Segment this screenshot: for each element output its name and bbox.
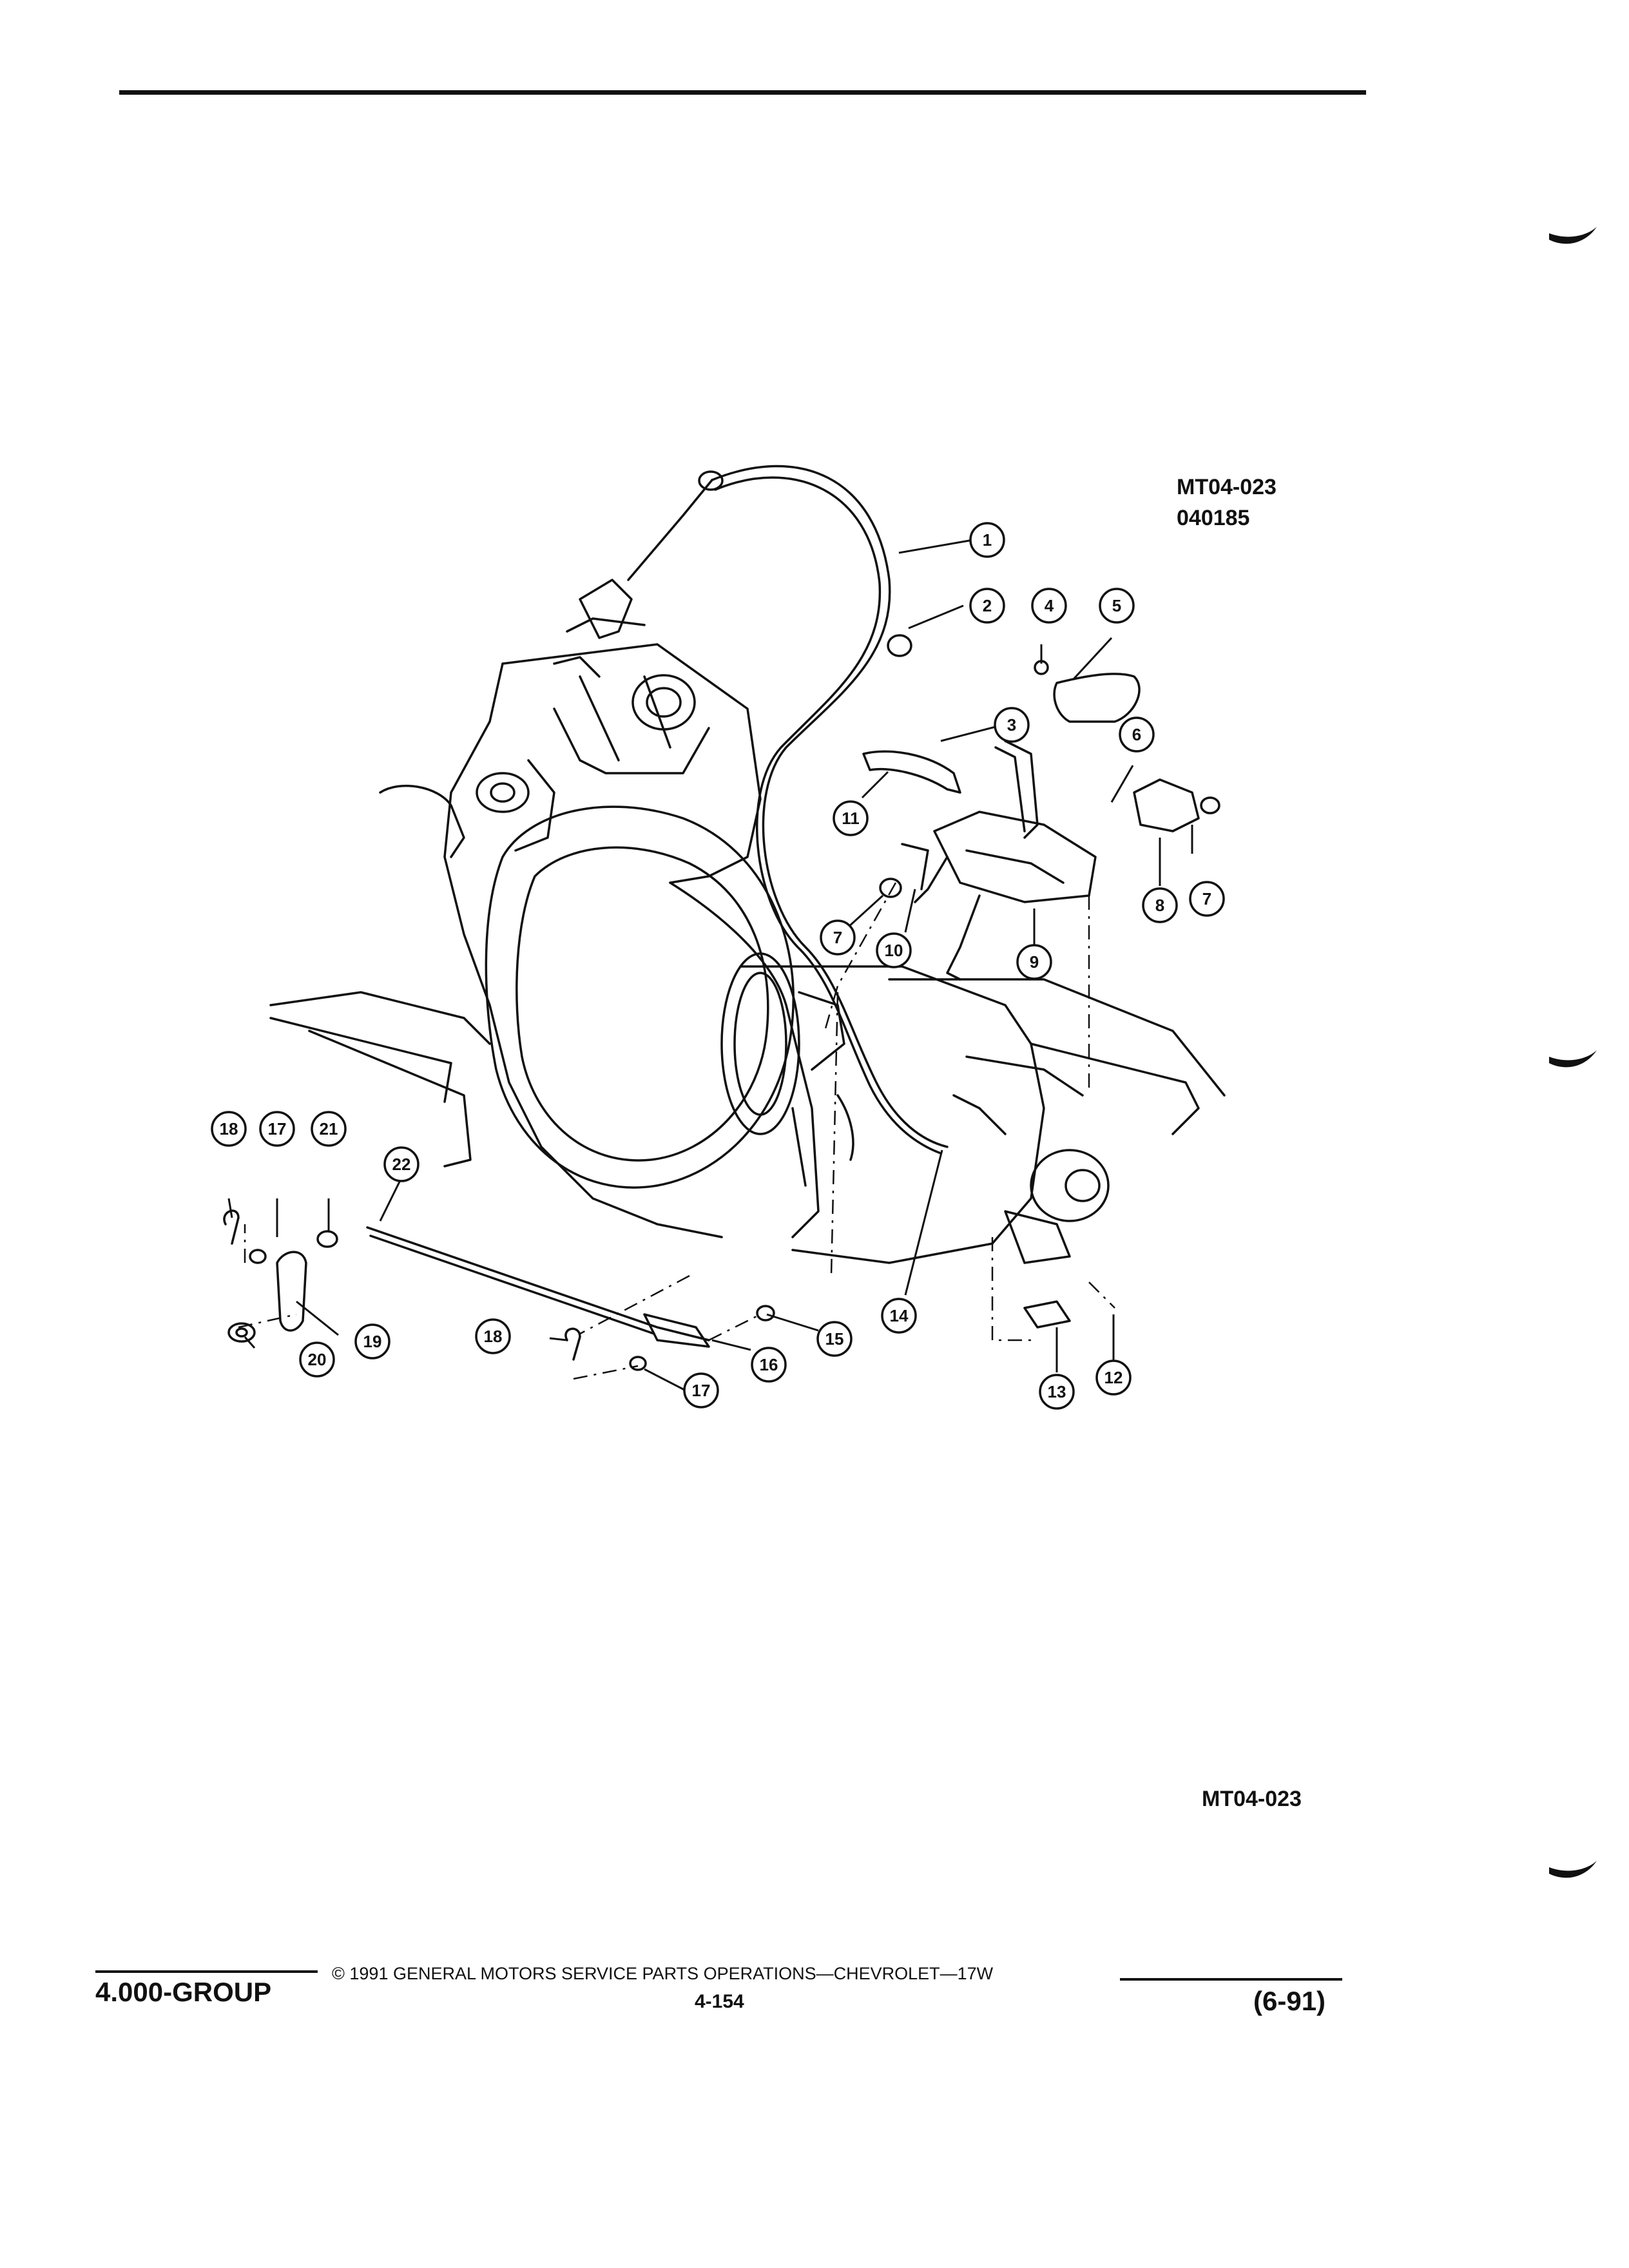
footer-page-number: 4-154 [695, 1991, 744, 2012]
callout-4 [1031, 588, 1067, 624]
floor-pan-outline [888, 978, 1226, 1097]
callout-22 [383, 1146, 419, 1182]
callout-11 [833, 800, 869, 836]
side-bracket [1133, 778, 1200, 832]
bracket-13 [1023, 1300, 1071, 1329]
engine-left-outline [443, 662, 723, 1238]
callout-14-label: 14 [890, 1306, 909, 1325]
scan-mark-2 [1549, 1050, 1597, 1068]
callout-1-label: 1 [983, 530, 992, 550]
callout-18a-label: 18 [220, 1119, 238, 1139]
callout-18b-label: 18 [484, 1327, 503, 1346]
callout-21 [311, 1111, 347, 1147]
callout-18a [211, 1111, 247, 1147]
callout-5 [1099, 588, 1135, 624]
figure-code: 040185 [1177, 506, 1250, 530]
callout-14 [881, 1298, 917, 1334]
callout-6 [1119, 716, 1155, 753]
output-flange [1030, 1149, 1110, 1222]
callout-17a-label: 17 [268, 1119, 287, 1139]
footer-date: (6-91) [1253, 1986, 1326, 2016]
shift-cable [711, 465, 949, 1148]
callout-3-label: 3 [1007, 715, 1016, 735]
shift-lever-19 [276, 1251, 307, 1332]
callout-7b [1189, 881, 1225, 917]
callout-10 [876, 932, 912, 968]
callout-10-label: 10 [885, 941, 903, 960]
callout-21-label: 21 [320, 1119, 338, 1139]
callout-2 [969, 588, 1005, 624]
shift-knob [1053, 673, 1141, 723]
clutch-housing [485, 805, 795, 1189]
callout-19-label: 19 [363, 1332, 382, 1351]
callout-19 [354, 1323, 390, 1360]
callout-17b [683, 1372, 719, 1408]
shift-lever [1004, 740, 1039, 839]
callout-1 [969, 522, 1005, 558]
engine-upper-panel [553, 707, 710, 774]
callout-6-label: 6 [1132, 725, 1141, 744]
callout-22-label: 22 [392, 1155, 411, 1174]
shifter-base [933, 811, 1097, 903]
callout-7a [820, 919, 856, 956]
callout-7b-label: 7 [1202, 889, 1211, 908]
top-rule [119, 90, 1366, 95]
footer-group: 4.000-GROUP [95, 1977, 272, 2007]
bell-housing-boss [631, 674, 696, 731]
callout-20 [299, 1341, 335, 1378]
figure-caption: MT04-023 [1202, 1787, 1302, 1811]
callout-13 [1039, 1374, 1075, 1410]
callout-16 [751, 1347, 787, 1383]
footer-right-rule [1120, 1978, 1342, 1981]
callout-18b [475, 1318, 511, 1354]
callout-9-label: 9 [1030, 952, 1039, 972]
callout-8-label: 8 [1155, 896, 1164, 915]
scan-mark-1 [1549, 227, 1597, 244]
footer-left-rule [95, 1970, 318, 1973]
boot-retainer [862, 750, 961, 794]
cable-bracket [579, 579, 633, 639]
callout-11-label: 11 [842, 809, 860, 828]
callout-4-label: 4 [1045, 596, 1054, 615]
callout-9 [1016, 944, 1052, 980]
footer-copyright: © 1991 GENERAL MOTORS SERVICE PARTS OPER… [332, 1964, 994, 1983]
shift-rod [366, 1226, 710, 1341]
callout-17a [259, 1111, 295, 1147]
callout-13-label: 13 [1048, 1382, 1066, 1401]
frame-rail [269, 991, 491, 1045]
callout-5-label: 5 [1112, 596, 1121, 615]
callout-15 [816, 1321, 853, 1357]
callout-12-label: 12 [1104, 1368, 1123, 1387]
scan-mark-3 [1549, 1861, 1597, 1878]
callout-16-label: 16 [760, 1355, 778, 1374]
callout-20-label: 20 [308, 1350, 327, 1369]
callout-12 [1095, 1360, 1132, 1396]
callout-2-label: 2 [983, 596, 992, 615]
callout-17b-label: 17 [692, 1381, 711, 1400]
callout-15-label: 15 [825, 1329, 844, 1349]
callout-3 [994, 707, 1030, 743]
figure-id: MT04-023 [1177, 475, 1277, 499]
callout-8 [1142, 887, 1178, 923]
callout-7a-label: 7 [833, 928, 842, 947]
